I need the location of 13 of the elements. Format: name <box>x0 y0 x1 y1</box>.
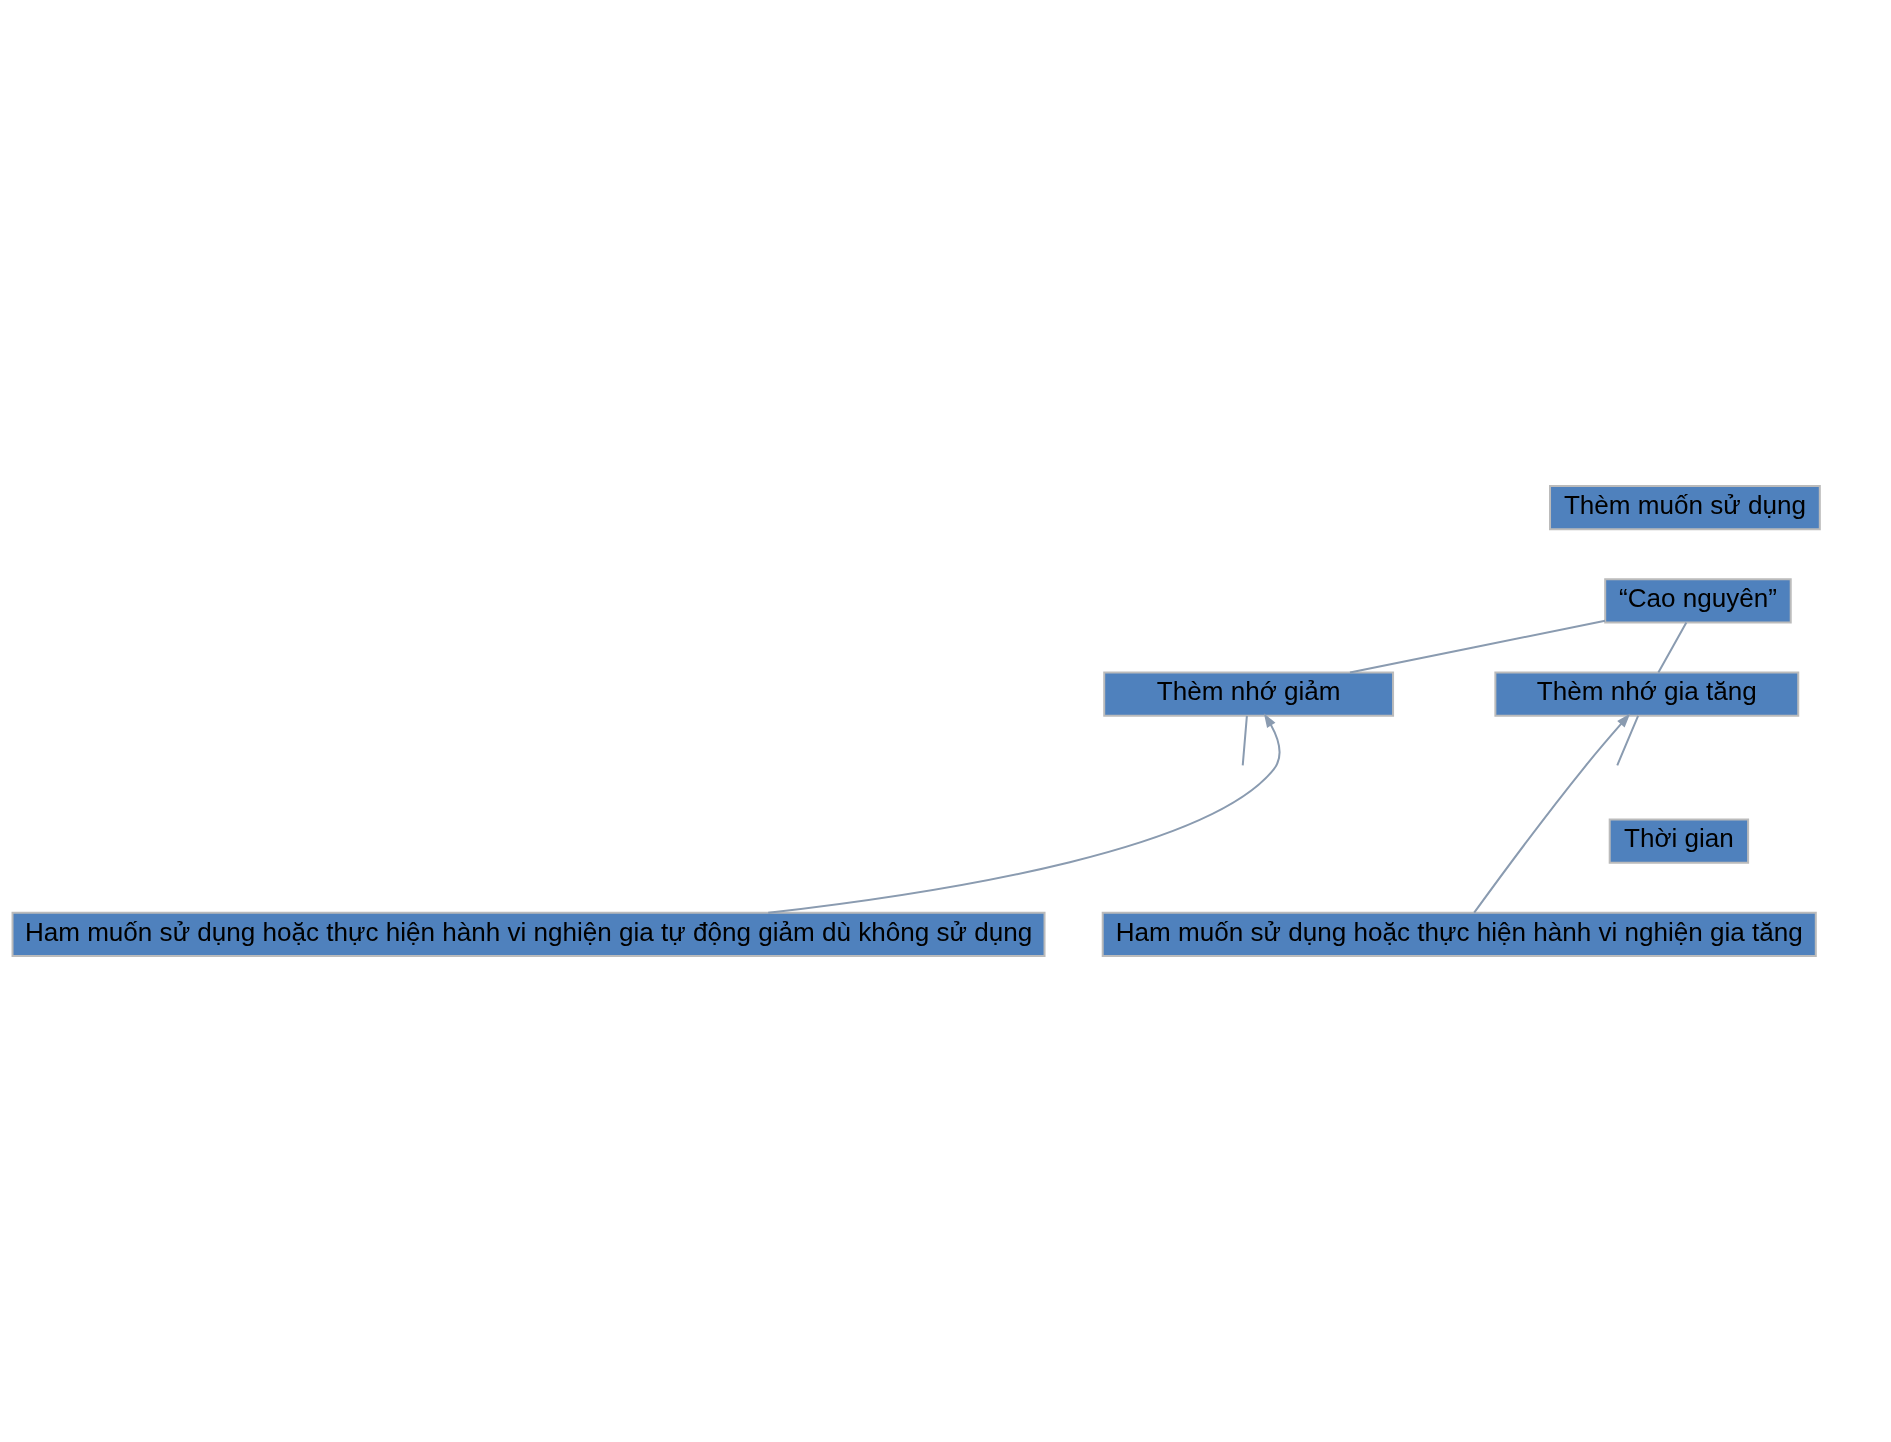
connector <box>1241 715 1248 766</box>
connector <box>1616 715 1640 766</box>
connector <box>1657 622 1688 673</box>
arrow <box>768 713 1281 914</box>
node-box: Thèm nhớ giảm <box>1103 671 1395 717</box>
node-box: Thèm nhớ gia tăng <box>1494 671 1800 717</box>
node-box: Thèm muốn sử dụng <box>1549 485 1821 531</box>
node-box: “Cao nguyên” <box>1604 578 1792 624</box>
node-box: Thời gian <box>1608 818 1750 864</box>
node-box: Ham muốn sử dụng hoặc thực hiện hành vi nghiện gia tăng <box>1101 911 1817 957</box>
connector <box>1349 619 1606 674</box>
node-box: Ham muốn sử dụng hoặc thực hiện hành vi nghiện gia tự động giảm dù không sử dụng <box>11 911 1046 957</box>
arrow <box>1473 713 1631 914</box>
